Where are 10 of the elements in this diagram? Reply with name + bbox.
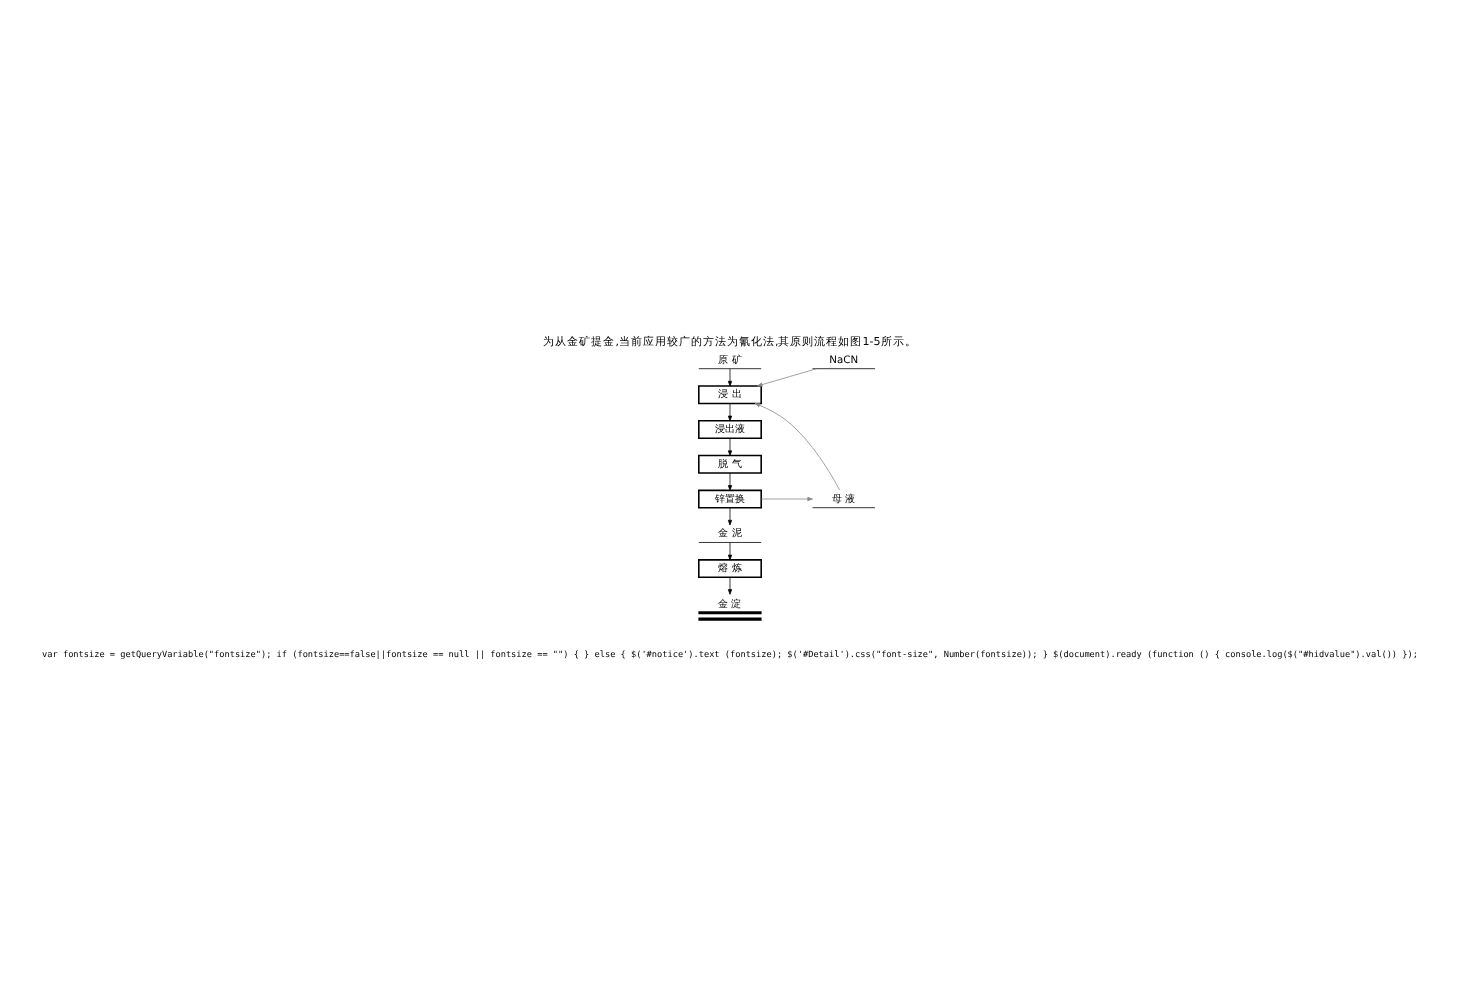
- arrow: [727, 577, 733, 595]
- arrow: [727, 507, 733, 526]
- arrow: [727, 403, 733, 422]
- arrow: [754, 403, 841, 491]
- arrow: [757, 368, 817, 387]
- arrow: [727, 542, 733, 561]
- arrow: [727, 437, 733, 456]
- arrow: [727, 472, 733, 491]
- arrow: [760, 496, 813, 502]
- arrow: [727, 368, 733, 387]
